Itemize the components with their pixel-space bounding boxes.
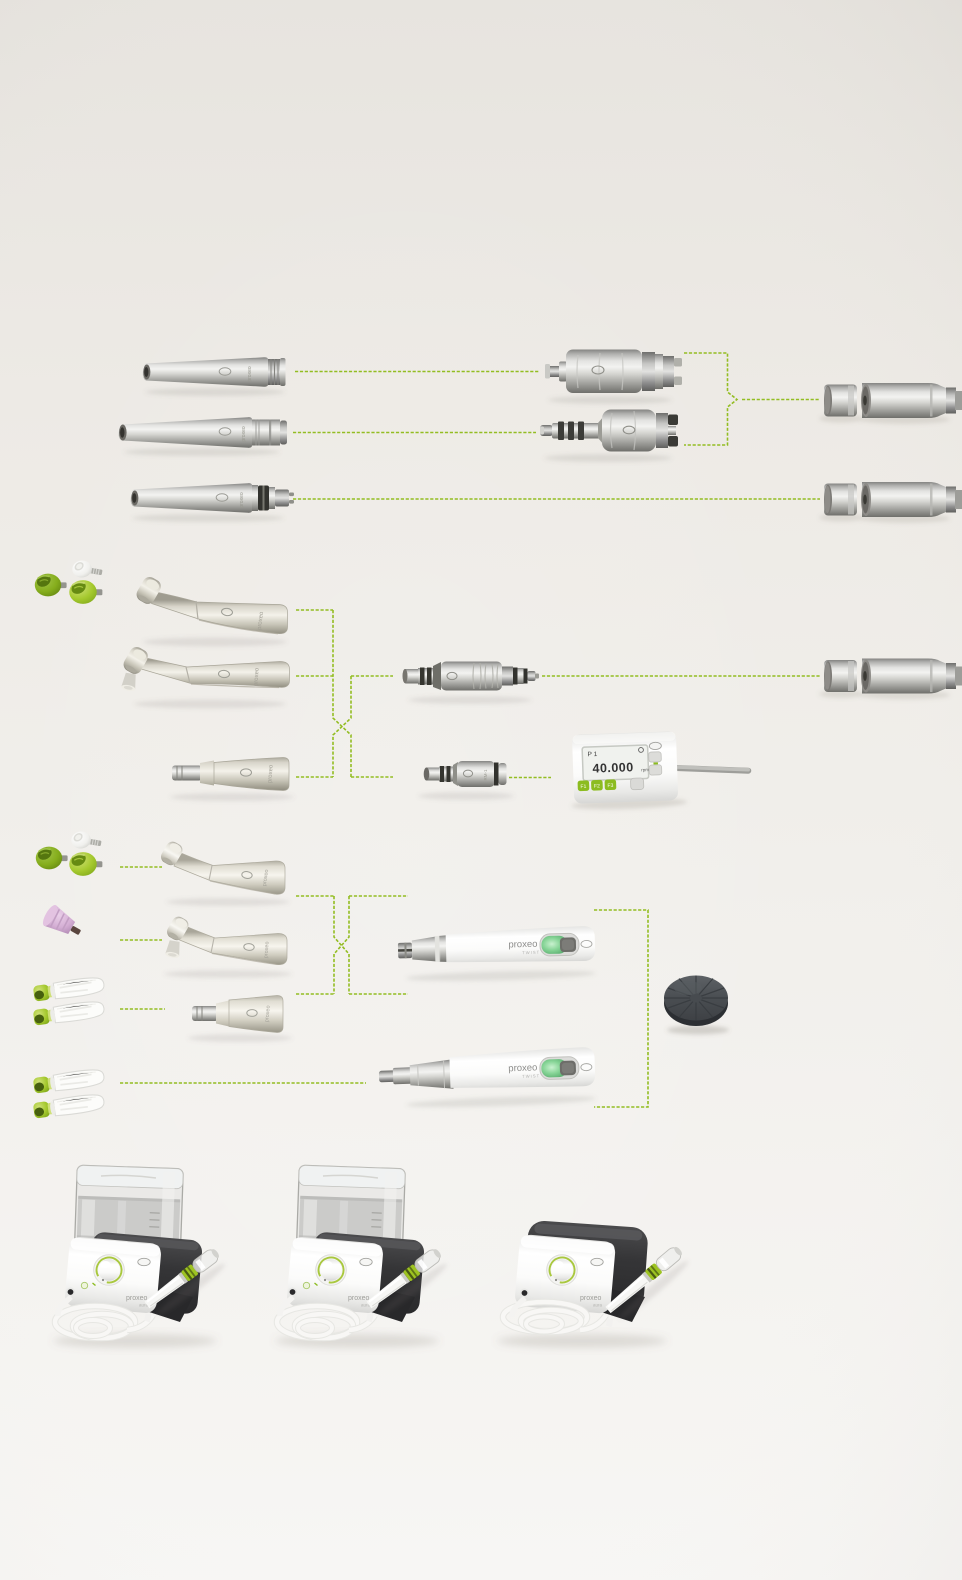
svg-text:aura: aura [139,1303,149,1308]
svg-text:F1: F1 [580,784,586,790]
svg-text:proxeo: proxeo [262,869,270,886]
svg-text:proxeo: proxeo [241,426,247,442]
svg-text:rpm: rpm [641,767,649,772]
svg-text:RM-1: RM-1 [483,769,488,780]
svg-text:aura: aura [593,1303,603,1308]
svg-text:proxeo: proxeo [126,1295,148,1302]
svg-text:proxeo: proxeo [247,366,253,382]
svg-text:TWIST: TWIST [522,950,540,955]
svg-text:40.000: 40.000 [592,760,634,775]
svg-text:proxeo: proxeo [508,1062,537,1074]
svg-text:P 1: P 1 [587,751,597,758]
svg-text:proxeo: proxeo [267,764,274,783]
svg-text:proxeo: proxeo [508,939,537,951]
svg-text:proxeo: proxeo [580,1295,602,1302]
svg-text:F3: F3 [607,783,613,789]
svg-text:proxeo: proxeo [257,611,265,631]
svg-text:TWIST: TWIST [522,1073,540,1079]
svg-text:proxeo: proxeo [253,667,260,686]
svg-text:proxeo: proxeo [263,941,270,958]
svg-text:proxeo: proxeo [239,492,245,508]
svg-text:proxeo: proxeo [264,1005,271,1022]
svg-text:F2: F2 [594,783,600,789]
